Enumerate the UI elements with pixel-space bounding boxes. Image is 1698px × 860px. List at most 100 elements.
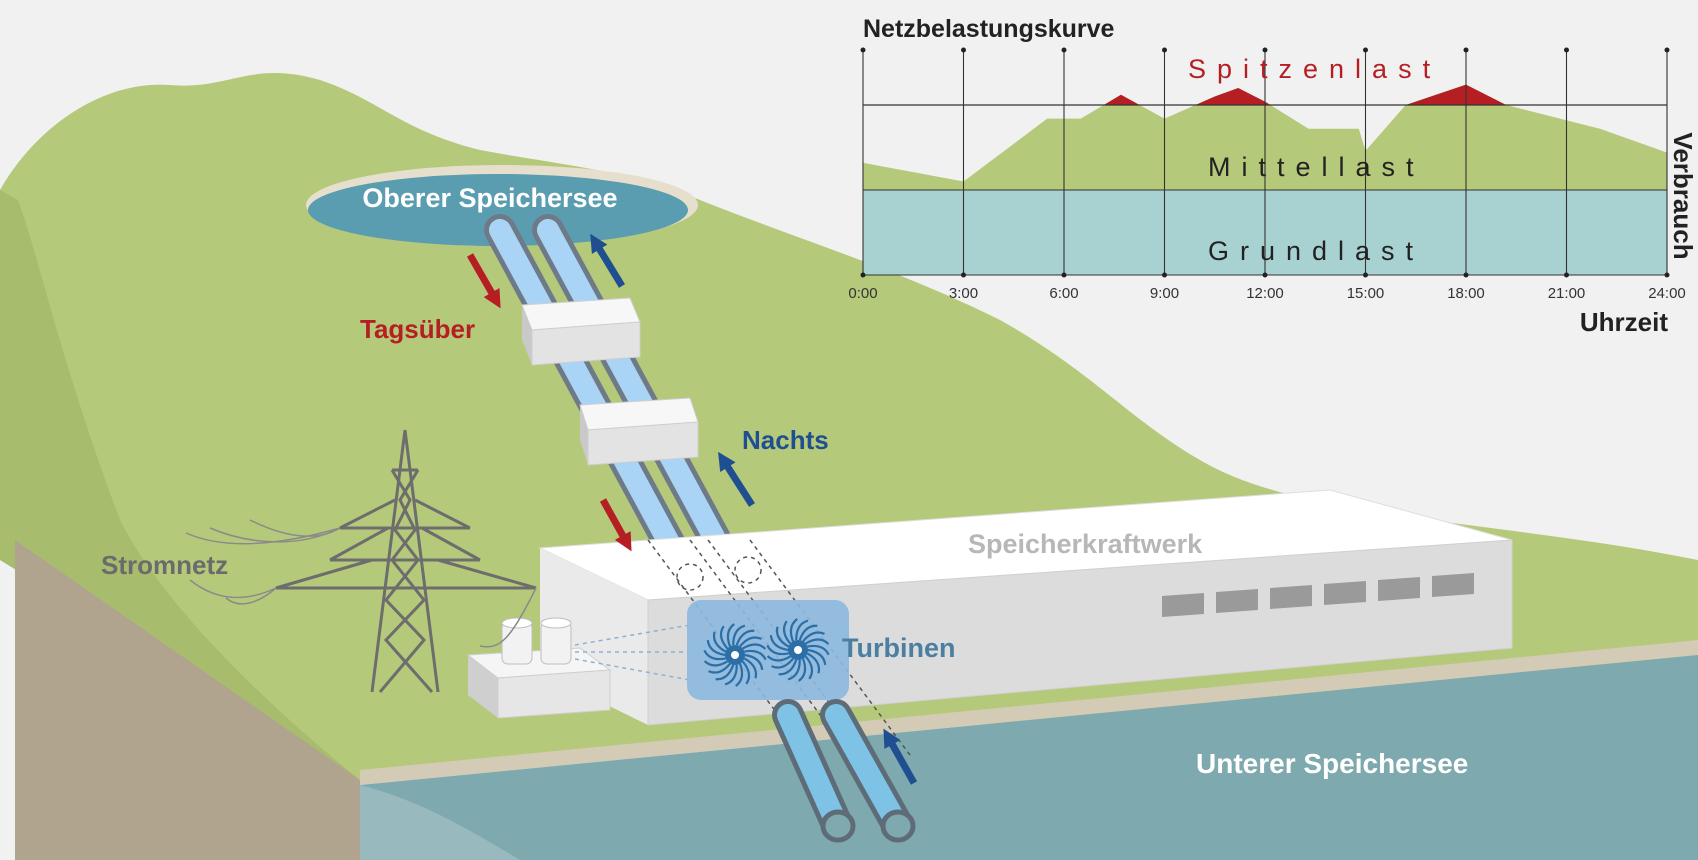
turbine-blade — [795, 619, 809, 641]
lower-lake-label: Unterer Speichersee — [1196, 748, 1468, 779]
grid-dot — [1061, 47, 1067, 53]
x-tick-label: 21:00 — [1548, 285, 1586, 302]
turbine-blade — [802, 631, 825, 643]
turbine-blade — [715, 664, 735, 681]
turbine-blade — [706, 639, 726, 657]
x-axis-label: Uhrzeit — [1580, 307, 1668, 337]
turbine-blade — [744, 653, 764, 671]
soil-front — [15, 540, 360, 860]
turbine-blade — [778, 659, 798, 676]
grid-dot — [1664, 272, 1670, 278]
x-tick-label: 0:00 — [848, 285, 877, 302]
plant-label: Speicherkraftwerk — [968, 529, 1203, 559]
mid-load-label: Mittellast — [1208, 152, 1425, 182]
internal-pipes — [647, 539, 911, 756]
grid-dot — [1061, 272, 1067, 278]
grid-dot — [1363, 47, 1368, 53]
grid-dot — [1162, 272, 1167, 278]
turbine-blade — [766, 644, 789, 656]
turbine-blade — [744, 649, 767, 661]
x-tick-labels: 0:00 3:00 6:00 9:00 12:00 15:00 18:00 21:00 24:0… — [848, 285, 1685, 302]
turbine-axle — [731, 651, 739, 659]
turbine-blade — [806, 652, 821, 674]
grid-dot — [1564, 272, 1569, 278]
grid-dot — [1564, 47, 1569, 53]
daytime-label: Tagsüber — [360, 314, 475, 344]
arrow-down-1 — [466, 253, 501, 309]
power-lines — [185, 519, 537, 648]
x-tick-label: 3:00 — [949, 285, 978, 302]
turbine-blade — [743, 657, 758, 679]
soil-top-edge — [360, 640, 1698, 785]
upper-lake — [308, 174, 688, 246]
chart-grid — [860, 47, 1670, 278]
turbine-blade — [789, 618, 798, 642]
upper-lake-label: Oberer Speichersee — [362, 183, 617, 213]
grid-dot — [1162, 47, 1167, 53]
turbine-blade — [798, 658, 807, 682]
turbine-blade — [807, 648, 827, 666]
turbine-blade — [741, 660, 751, 685]
turbine-blade — [798, 624, 818, 641]
turbine-blade — [769, 634, 789, 652]
turbine-housing — [687, 600, 849, 700]
grid-dot — [961, 47, 966, 53]
valve-block-upper — [521, 297, 641, 366]
y-axis-label: Verbrauch — [1668, 132, 1698, 259]
turbine-blade — [724, 664, 738, 686]
flow-arrows — [466, 233, 918, 785]
turbine-blade — [782, 620, 792, 645]
x-tick-label: 24:00 — [1648, 285, 1686, 302]
transmission-tower — [275, 429, 537, 693]
grid-dot — [1363, 272, 1368, 278]
turbine-blade — [807, 644, 830, 656]
turbine-blade — [732, 624, 746, 646]
turbine-blade — [726, 623, 735, 647]
arrow-up-1 — [590, 233, 625, 288]
x-tick-label: 9:00 — [1150, 285, 1179, 302]
turbine-blade — [735, 629, 755, 646]
peak-load-label: Spitzenlast — [1188, 54, 1441, 84]
turbine-blade — [787, 659, 801, 681]
turbine-blade — [735, 663, 744, 687]
turbines-label: Turbinen — [842, 633, 955, 663]
turbine-blade — [719, 625, 729, 650]
turbine-blade — [766, 655, 791, 662]
turbine-blade — [703, 649, 726, 661]
turbine-wheel-2 — [766, 618, 830, 682]
x-tick-label: 12:00 — [1246, 285, 1284, 302]
turbine-blade — [739, 636, 762, 648]
turbine-wheel-1 — [703, 623, 767, 687]
x-tick-label: 15:00 — [1347, 285, 1385, 302]
base-load-label: Grundlast — [1208, 236, 1424, 266]
load-curve-chart: 0:00 3:00 6:00 9:00 12:00 15:00 18:00 21:00 24:0… — [848, 15, 1698, 337]
turbine-blade — [708, 662, 731, 674]
valve-block-lower — [579, 397, 699, 466]
turbine-blade — [805, 638, 830, 645]
turbine-blade — [804, 655, 814, 680]
arrow-down-2 — [599, 498, 632, 552]
turbine-blade — [771, 657, 794, 669]
grid-dot — [860, 47, 866, 53]
grid-dot — [1463, 272, 1469, 278]
night-label: Nachts — [742, 425, 829, 455]
plant-windows — [1162, 573, 1474, 617]
lower-lake-front — [360, 785, 520, 860]
arrow-up-2 — [718, 451, 755, 507]
turbine-axle — [794, 646, 802, 654]
turbine-blade — [703, 660, 728, 667]
grid-dot — [1463, 47, 1469, 53]
lower-lake — [360, 655, 1698, 860]
grid-dot — [860, 272, 866, 278]
chart-title: Netzbelastungskurve — [863, 15, 1115, 43]
x-tick-label: 18:00 — [1447, 285, 1485, 302]
grid-dot — [1262, 47, 1268, 53]
grid-label: Stromnetz — [101, 550, 228, 580]
penstocks-lower — [772, 699, 916, 843]
turbine-blade — [775, 626, 790, 648]
x-tick-label: 6:00 — [1049, 285, 1078, 302]
turbine-blade — [712, 631, 727, 653]
grid-dot — [1664, 47, 1670, 53]
grid-dot — [961, 272, 966, 278]
